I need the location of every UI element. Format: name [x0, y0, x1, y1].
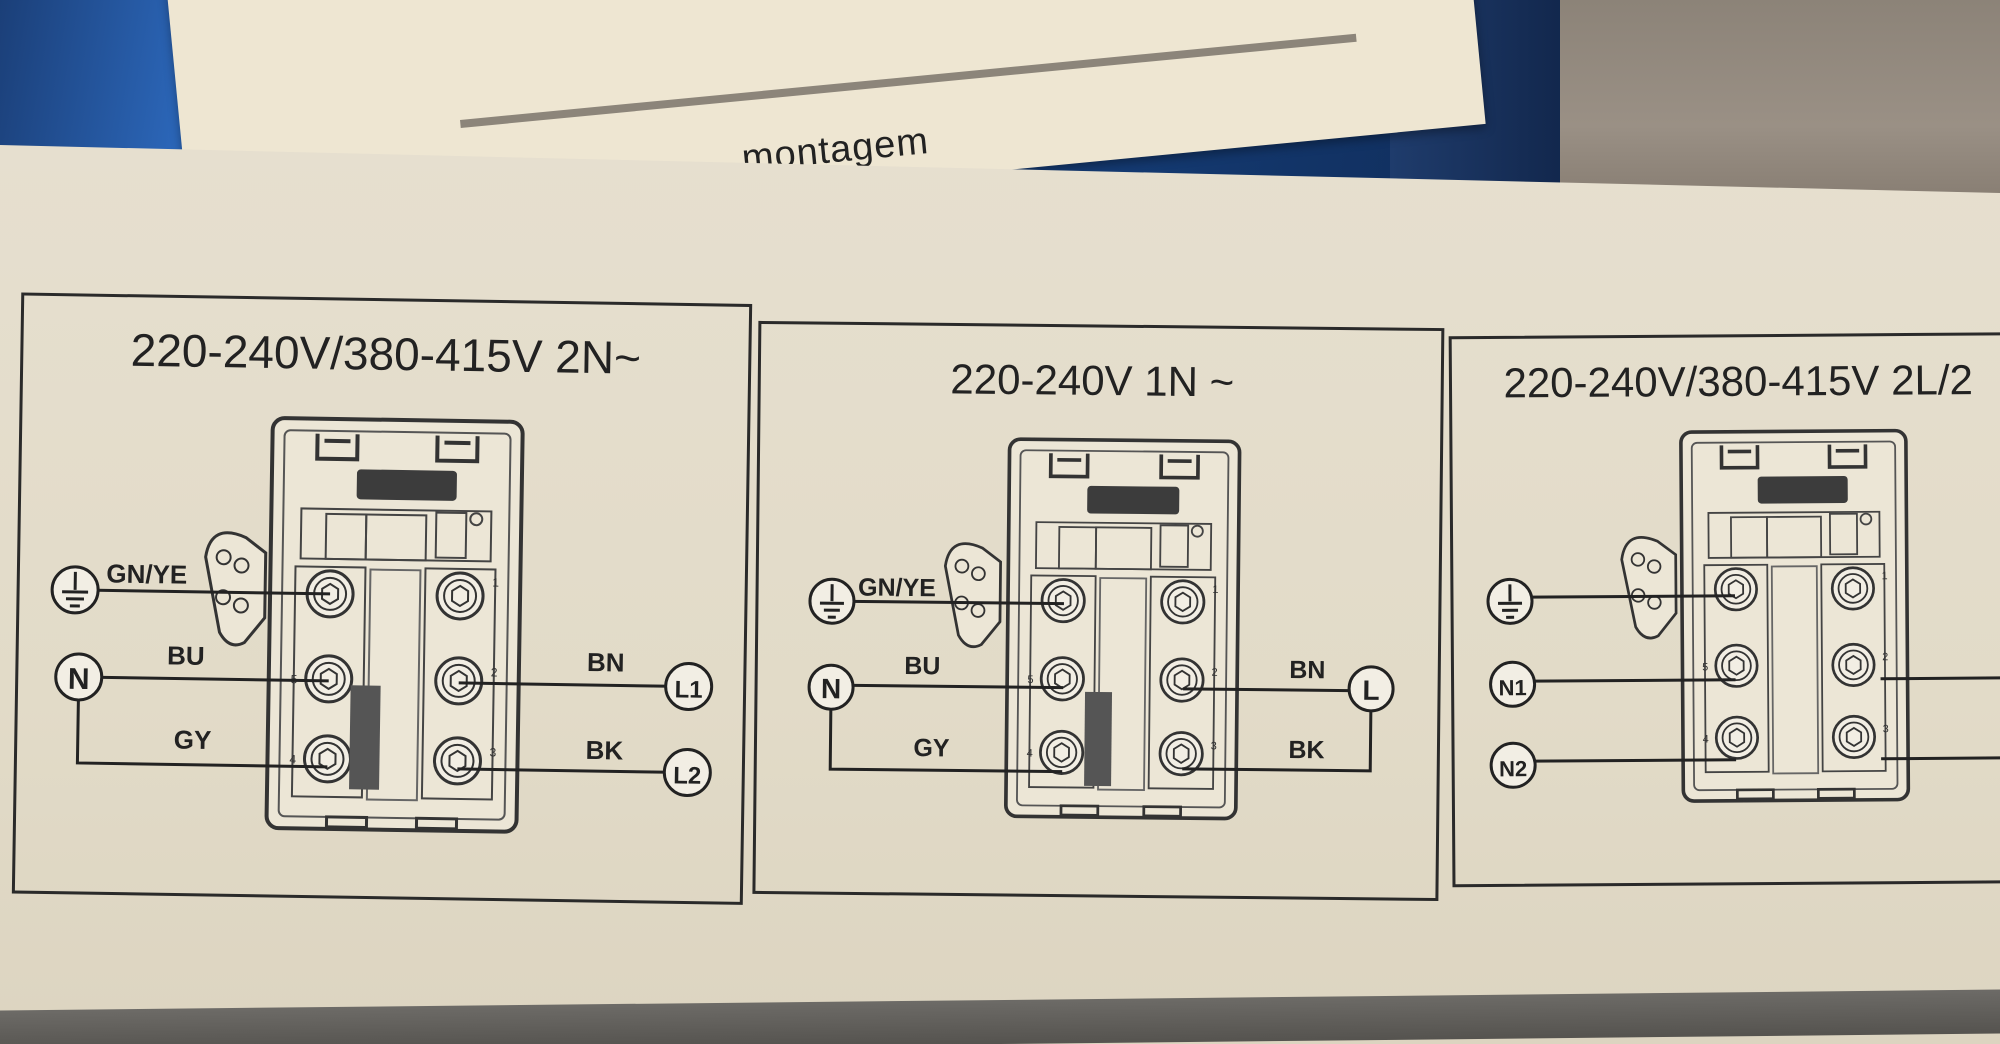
- terminal-label: N: [821, 673, 842, 704]
- panel-title: 220-240V/380-415V 2N~: [130, 324, 641, 384]
- wire-label: GY: [913, 734, 950, 762]
- panel-1n: 220-240V 1N ~ GN/YE N BU GY BN BK L: [752, 320, 1445, 902]
- ground-bracket: [202, 530, 268, 647]
- panel-2l-cropped: 220-240V/380-415V 2L/2 N1 N2: [1448, 331, 2000, 888]
- terminal-block: [1681, 431, 1909, 802]
- panel-frame: [1448, 331, 2000, 888]
- wire-label: BN: [1289, 656, 1325, 684]
- terminal-label: N1: [1498, 675, 1526, 700]
- wire-label: BU: [904, 652, 940, 680]
- panel-2n: 220-240V/380-415V 2N~ GN/YE N BU G: [11, 292, 753, 905]
- terminal-label: N: [68, 663, 90, 696]
- bridge-link: [1084, 691, 1113, 787]
- ground-bracket: [943, 542, 1003, 649]
- bridge-link: [349, 685, 381, 790]
- ground-wire-label: GN/YE: [106, 558, 187, 589]
- neutral-terminal-icon: [54, 652, 104, 702]
- panel-title: 220-240V/380-415V 2L/2: [1503, 356, 1973, 406]
- terminal-block: [1006, 439, 1240, 819]
- wire-label: BN: [587, 647, 625, 678]
- table-surface: [1560, 0, 2000, 210]
- panel-frame: [752, 320, 1445, 902]
- wire-label: BK: [1288, 736, 1324, 764]
- neutral-terminal-icon: [807, 663, 855, 711]
- neutral-terminal-icon: [1489, 660, 1537, 708]
- wire-label: GY: [174, 724, 212, 755]
- neutral-terminal-icon: [1489, 741, 1537, 789]
- terminal-label: L: [1362, 675, 1379, 706]
- ground-wire-label: GN/YE: [858, 573, 936, 602]
- wire-label: BK: [585, 735, 623, 766]
- terminal-label: L2: [673, 762, 701, 789]
- line-terminal-icon: [1347, 665, 1395, 713]
- line-terminal-icon: [664, 662, 714, 712]
- line-terminal-icon: [662, 748, 712, 798]
- ground-bracket: [1620, 535, 1678, 640]
- terminal-label: L1: [674, 676, 702, 703]
- terminal-label: N2: [1499, 756, 1527, 781]
- panel-frame: [11, 292, 753, 905]
- wire-label: BU: [167, 640, 205, 671]
- panel-title: 220-240V 1N ~: [950, 355, 1234, 405]
